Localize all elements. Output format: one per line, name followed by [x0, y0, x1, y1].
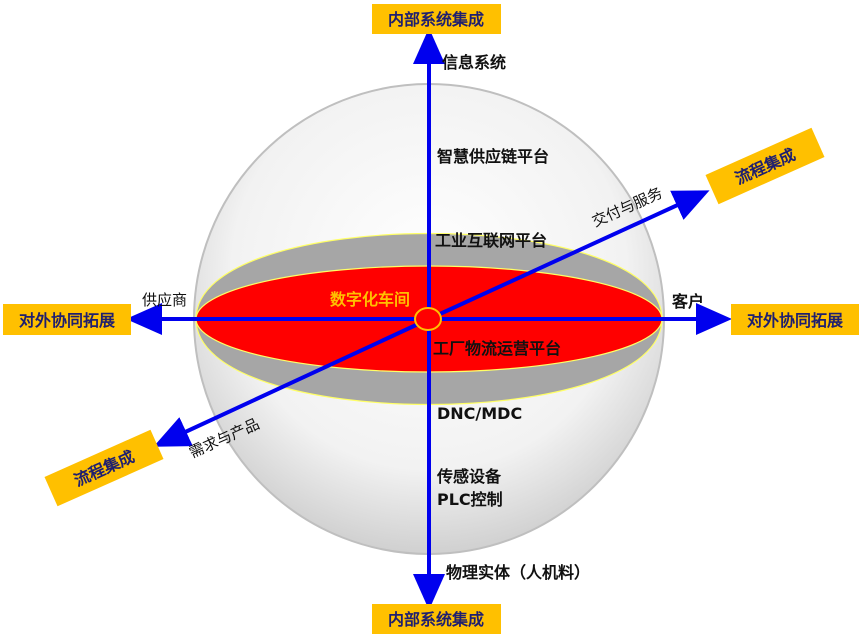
label-plc-control: PLC控制 — [437, 490, 503, 509]
diagonal-axis-lower — [153, 317, 430, 447]
label-customer: 客户 — [672, 292, 704, 311]
right-box-label: 对外协同拓展 — [747, 311, 844, 330]
top-box-label: 内部系统集成 — [388, 10, 484, 29]
right-box: 对外协同拓展 — [731, 304, 859, 335]
center-node — [414, 307, 442, 331]
top-box: 内部系统集成 — [372, 4, 501, 34]
diag-lower-box: 流程集成 — [44, 429, 164, 507]
label-industrial-internet: 工业互联网平台 — [435, 231, 547, 250]
label-sensor-device: 传感设备 — [436, 467, 502, 486]
left-box: 对外协同拓展 — [3, 304, 131, 335]
label-digital-workshop: 数字化车间 — [330, 290, 410, 309]
bottom-box-label: 内部系统集成 — [388, 610, 484, 629]
diagonal-axis-upper — [428, 190, 710, 321]
label-dnc-mdc: DNC/MDC — [437, 404, 522, 423]
label-smart-supply: 智慧供应链平台 — [437, 147, 549, 166]
left-box-label: 对外协同拓展 — [19, 311, 116, 330]
label-physical-entity: 物理实体（人机料） — [446, 563, 590, 582]
label-factory-logistics: 工厂物流运营平台 — [433, 339, 561, 358]
label-info-system: 信息系统 — [442, 53, 506, 72]
bottom-box: 内部系统集成 — [372, 604, 501, 634]
label-supplier: 供应商 — [142, 291, 187, 309]
diag-upper-box: 流程集成 — [705, 127, 825, 205]
